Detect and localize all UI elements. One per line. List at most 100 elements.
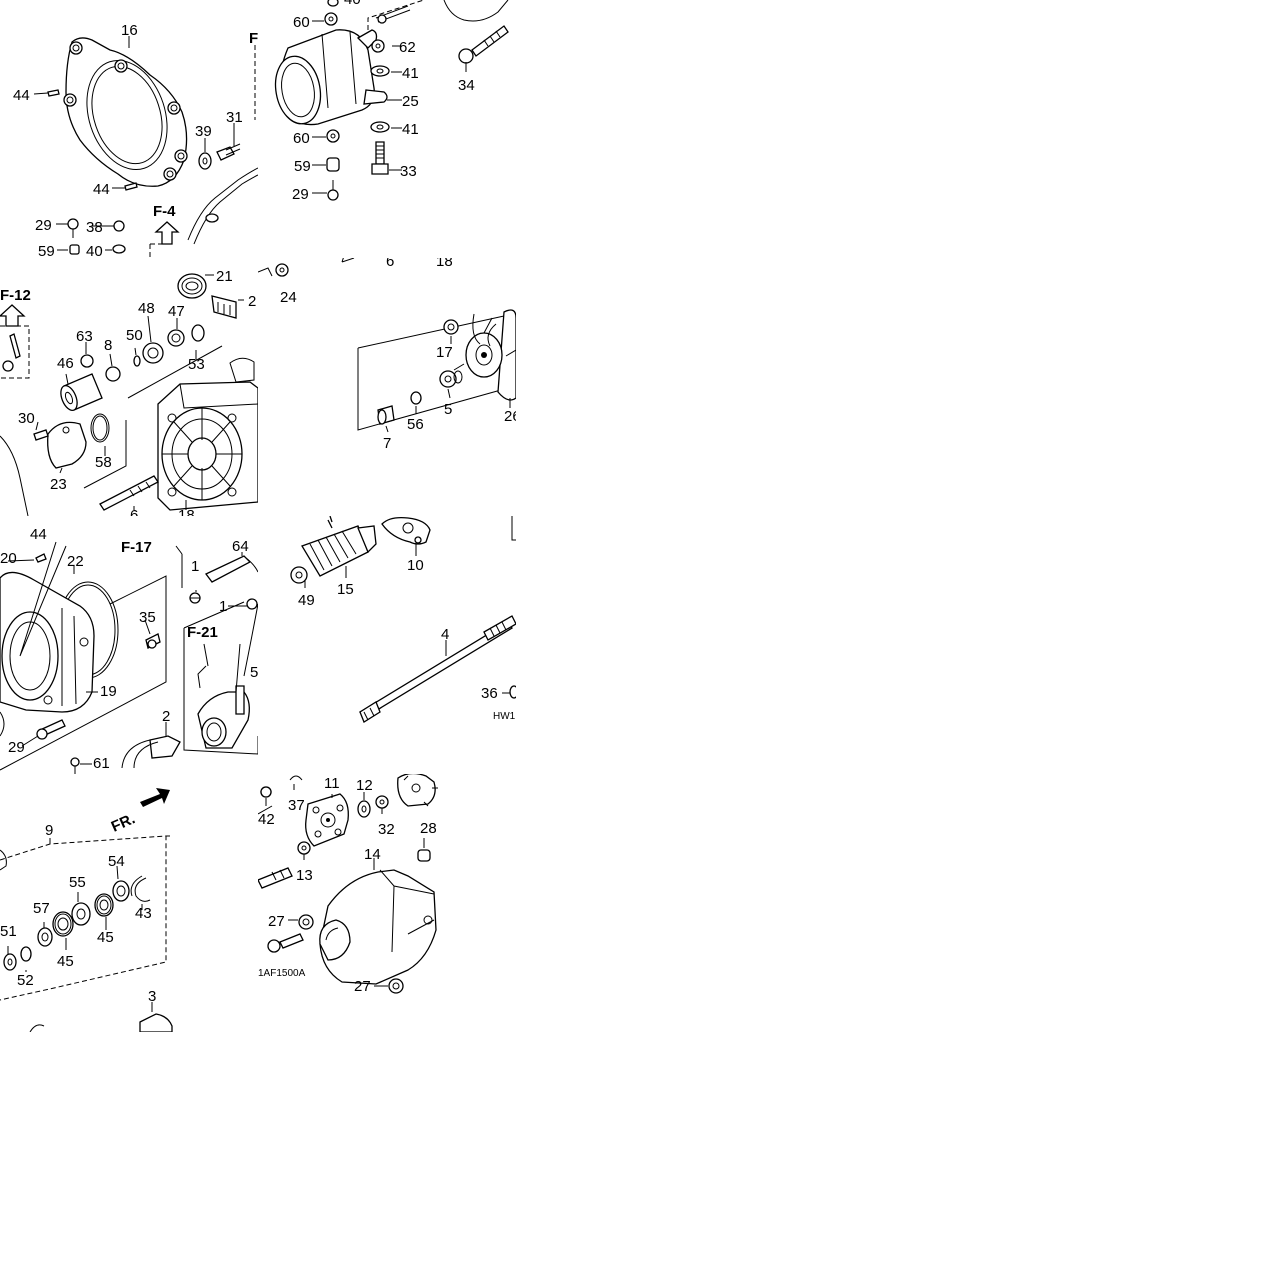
callout-label: 4 (441, 626, 449, 643)
callout-label: 18 (436, 258, 453, 270)
washer-part (370, 121, 390, 133)
clip-part (246, 598, 258, 610)
front-direction-label: FR. (109, 810, 138, 835)
callout-label: 5 (444, 401, 452, 418)
callout-label: 40 (344, 0, 361, 8)
reference-label: F-21 (187, 624, 218, 641)
bolt-part (33, 429, 49, 441)
callout-label: 39 (195, 123, 212, 140)
callout-label: 34 (458, 77, 475, 94)
callout-label: 45 (97, 929, 114, 946)
cap-part (326, 157, 340, 172)
bolt-part (279, 933, 304, 949)
pin-part (35, 553, 47, 563)
long-bolt-part (471, 25, 509, 57)
callout-label: 35 (139, 609, 156, 626)
diagram-tile-5: 20 44 22 1 64 35 1 19 56 2 29 61 F-17 F-… (0, 516, 258, 774)
tile-8-drawing: 11 12 37 32 42 28 13 14 27 27 1AF1500A (258, 774, 438, 995)
bolt-head-part (67, 218, 79, 230)
callout-label: 14 (364, 846, 381, 863)
boot-part (301, 516, 377, 577)
callout-label: 43 (135, 905, 152, 922)
nozzle-housing-part (65, 37, 188, 187)
callout-label: 49 (298, 592, 315, 609)
callout-label: 62 (399, 39, 416, 56)
nut-part (297, 841, 311, 855)
nut-part (326, 129, 340, 143)
callout-label: 46 (57, 355, 74, 372)
sleeve-part (377, 405, 395, 425)
reference-label: F (249, 30, 258, 47)
callout-label: 44 (93, 181, 110, 198)
tile-3-drawing: 21 2 48 47 63 50 8 46 53 30 58 23 6 18 F… (0, 268, 258, 516)
callout-label: 32 (378, 821, 395, 838)
callout-label: 12 (356, 777, 373, 794)
callout-label: 60 (293, 14, 310, 31)
callout-label: 29 (292, 186, 309, 203)
bolt-part (216, 146, 235, 161)
callout-label: 3 (148, 988, 156, 1005)
rear-cover-part (319, 869, 437, 985)
callout-label: 57 (33, 900, 50, 917)
sleeve-part (60, 373, 103, 411)
callout-label: 63 (76, 328, 93, 345)
bearing-part (94, 893, 114, 917)
nut-part (275, 263, 289, 277)
washer-part (20, 946, 32, 962)
callout-label: 6 (386, 258, 394, 270)
callout-label: 2 (248, 293, 256, 310)
circlip-part (134, 877, 151, 902)
callout-label: 55 (69, 874, 86, 891)
callout-label: 16 (121, 22, 138, 39)
bearing-part (52, 911, 74, 937)
callout-label: 38 (86, 219, 103, 236)
callout-label: 30 (18, 410, 35, 427)
callout-label: 20 (0, 550, 17, 567)
nut-part (324, 12, 338, 26)
callout-label: 11 (324, 775, 340, 792)
reference-label: F-4 (153, 203, 176, 220)
reference-label: F-12 (0, 287, 31, 304)
collar-part (298, 914, 314, 930)
reference-arrow-icon (0, 304, 26, 327)
callout-label: 27 (354, 978, 371, 995)
nut-part (80, 354, 94, 368)
callout-label: 53 (188, 356, 205, 373)
callout-label: 36 (481, 685, 498, 702)
front-direction-arrow-icon: FR. (109, 788, 170, 836)
callout-label: 42 (258, 811, 275, 828)
diagram-tile-4: 24 6 18 17 5 7 56 26 (258, 258, 516, 516)
fitting-part (139, 1013, 173, 1032)
callout-label: 21 (216, 268, 233, 285)
clamp-part (149, 735, 181, 759)
callout-label: 48 (138, 300, 155, 317)
callout-label: 51 (0, 923, 17, 940)
callout-label: 41 (402, 121, 419, 138)
callout-label: 23 (50, 476, 67, 493)
callout-label: 29 (8, 739, 25, 756)
callout-label: 17 (436, 344, 453, 361)
washer-part (112, 880, 130, 902)
callout-label: 8 (104, 337, 112, 354)
diagram-tile-7: FR. (0, 774, 258, 1032)
diagram-tile-2: 60 40 62 41 25 41 60 59 33 29 34 (258, 0, 516, 258)
callout-label: 56 (407, 416, 424, 433)
bearing-part (142, 342, 164, 364)
collar-part (290, 566, 308, 584)
shaft-part (99, 475, 159, 511)
tile-1-drawing: 16 44 39 31 44 29 38 59 40 F-4 F (13, 22, 258, 258)
callout-label: 44 (30, 526, 47, 543)
washer-part (37, 927, 53, 947)
callout-label: 61 (93, 755, 110, 772)
callout-label: 25 (402, 93, 419, 110)
callout-label: 47 (168, 303, 185, 320)
washer-part (198, 152, 212, 170)
callout-label: 9 (45, 822, 53, 839)
washer-part (357, 800, 371, 818)
tile-2-drawing: 60 40 62 41 25 41 60 59 33 29 34 (274, 0, 509, 203)
callout-label: 19 (100, 683, 117, 700)
tile-6-drawing: 49 15 10 4 36 HW1 (290, 516, 516, 723)
hose-part (205, 555, 252, 583)
pump-case-part (0, 571, 95, 737)
nut-part (375, 795, 389, 809)
